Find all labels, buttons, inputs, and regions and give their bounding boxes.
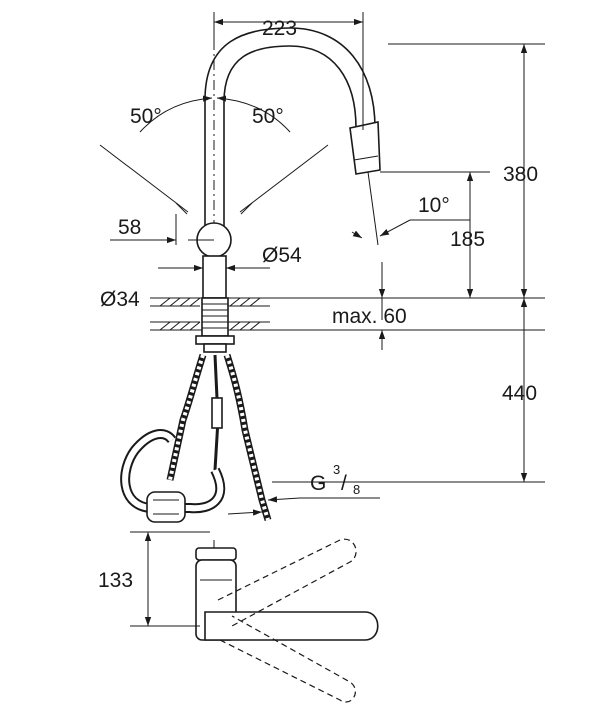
dim-counter-thickness: max. 60 <box>332 305 407 328</box>
dim-outlet-height: 185 <box>450 228 485 251</box>
dimension-lines <box>110 12 545 627</box>
dim-right-angle: 50° <box>252 105 284 128</box>
supply-hoses <box>120 353 272 523</box>
dim-lever-offset: 58 <box>118 216 141 239</box>
dim-body-diameter: Ø54 <box>262 244 302 267</box>
dim-head-tilt: 10° <box>418 194 450 217</box>
dim-connection-denominator: 8 <box>353 482 360 497</box>
dim-hose-length: 440 <box>502 382 537 405</box>
spout-outline-outer <box>204 27 376 250</box>
dim-connection-numerator: 3 <box>333 462 340 477</box>
hose-weight <box>146 491 186 523</box>
dim-spout-reach: 223 <box>262 17 297 40</box>
spout-outline-inner <box>223 45 357 250</box>
mounting-shank <box>195 297 235 353</box>
spray-head <box>349 121 381 175</box>
faucet-body <box>202 255 227 299</box>
dim-spout-height: 380 <box>503 163 538 186</box>
dim-left-angle: 50° <box>130 105 162 128</box>
dim-hole-diameter: Ø34 <box>100 288 140 311</box>
faucet-top-view <box>195 538 379 703</box>
dim-top-view-height: 133 <box>98 569 133 592</box>
dim-connection-letter: G <box>310 472 326 495</box>
fraction-slash: / <box>341 472 347 495</box>
faucet-side-view <box>99 20 381 350</box>
